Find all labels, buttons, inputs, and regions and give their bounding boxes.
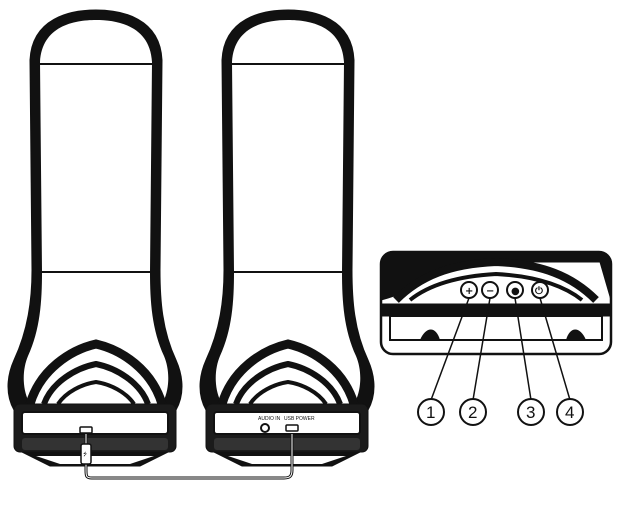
usb-cable [84, 434, 294, 480]
svg-text:2: 2 [468, 403, 477, 422]
plus-icon: + [465, 286, 473, 297]
usb-power-port [285, 424, 299, 432]
cable-plug [80, 443, 92, 465]
callout-4: 4 [556, 398, 584, 426]
audio-in-label: AUDIO IN [258, 416, 281, 422]
callout-2: 2 [459, 398, 487, 426]
usb-symbol: ⭍ [83, 452, 87, 458]
callout-3: 3 [517, 398, 545, 426]
minus-button[interactable]: − [481, 281, 499, 299]
callout-1: 1 [417, 398, 445, 426]
svg-text:4: 4 [565, 403, 574, 422]
power-button[interactable]: ⏻ [531, 281, 549, 299]
audio-in-jack [260, 423, 270, 433]
control-panel-inset: + − ● ⏻ 1 2 3 [379, 250, 613, 426]
left-usb-port [79, 426, 93, 434]
plus-button[interactable]: + [460, 281, 478, 299]
right-speaker [199, 9, 375, 467]
droplet-icon: ● [511, 286, 520, 297]
svg-text:1: 1 [426, 403, 435, 422]
leader-lines [430, 297, 571, 401]
left-speaker [7, 9, 183, 467]
minus-icon: − [486, 286, 494, 297]
left-speaker-face [23, 20, 169, 404]
svg-text:3: 3 [526, 403, 535, 422]
usb-power-label: USB POWER [284, 416, 315, 422]
right-speaker-face [215, 20, 361, 404]
power-icon: ⏻ [535, 285, 543, 297]
light-button[interactable]: ● [506, 281, 524, 299]
